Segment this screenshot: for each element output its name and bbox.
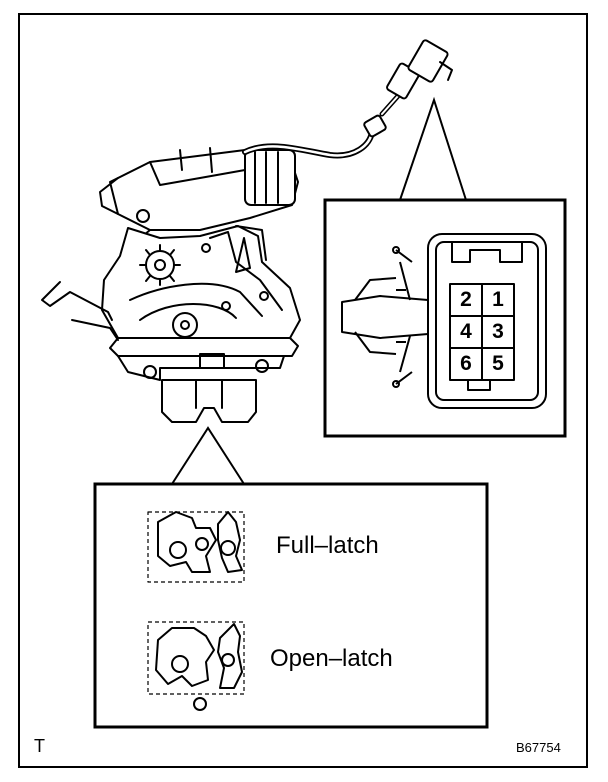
latch-callout-box [93, 482, 489, 729]
door-lock-assembly [41, 39, 453, 423]
figure-code: B67754 [516, 740, 561, 755]
connector-pin-2: 2 [460, 288, 472, 311]
connector-callout-box [323, 198, 567, 438]
connector-pin-6: 6 [460, 352, 472, 375]
connector-pin-1: 1 [492, 288, 504, 311]
connector-pin-5: 5 [492, 352, 504, 375]
open-latch-drawing [147, 621, 245, 711]
connector-callout-pointer [399, 96, 467, 201]
connector-pin-4: 4 [460, 320, 472, 343]
connector-pin-3: 3 [492, 320, 504, 343]
outer-border [18, 13, 588, 768]
latch-callout-pointer [171, 426, 245, 485]
full-latch-drawing [147, 511, 245, 583]
corner-mark: T [34, 736, 45, 756]
full-latch-label: Full–latch [276, 532, 379, 559]
connector-drawing [341, 233, 547, 409]
open-latch-label: Open–latch [270, 645, 393, 672]
